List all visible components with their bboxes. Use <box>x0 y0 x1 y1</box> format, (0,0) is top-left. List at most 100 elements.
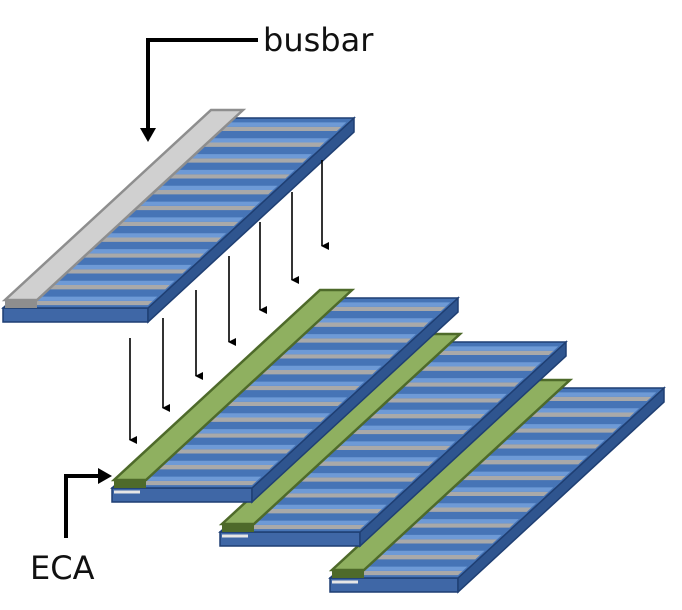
finger-gray <box>158 465 274 470</box>
solar-cell-3 <box>328 378 666 594</box>
finger-gray <box>283 493 400 498</box>
finger-gray <box>175 449 292 454</box>
cell-front-face <box>219 531 361 547</box>
finger-gray <box>513 428 618 433</box>
solar-cell-2 <box>218 332 568 548</box>
finger-gray <box>226 401 343 406</box>
busbar-strip <box>1 108 247 302</box>
finger-blue <box>363 566 468 571</box>
finger-blue <box>248 381 365 386</box>
finger-blue <box>300 334 416 339</box>
finger-gray <box>410 523 515 528</box>
finger-blue <box>231 397 348 402</box>
eca-strip-front <box>114 480 146 488</box>
finger-blue <box>322 457 439 462</box>
finger-gray <box>427 507 532 512</box>
finger-gray <box>393 539 498 544</box>
eca-strip-front <box>332 570 364 578</box>
finger-gray <box>334 445 451 450</box>
finger-gray <box>359 570 463 576</box>
cell-front-face <box>329 577 459 593</box>
eca-label: ECA <box>30 549 95 587</box>
finger-blue <box>156 185 278 191</box>
finger-gray <box>403 382 520 387</box>
finger-gray <box>352 429 468 435</box>
finger-blue <box>380 550 485 556</box>
finger-blue <box>53 280 175 286</box>
finger-blue <box>180 444 296 450</box>
finger-blue <box>71 264 192 270</box>
finger-gray <box>169 174 291 179</box>
eca-pointer-head <box>98 468 112 484</box>
finger-blue <box>162 460 279 466</box>
placement-arrows-layer <box>129 160 329 444</box>
finger-blue <box>415 519 519 524</box>
finger-blue <box>36 296 158 301</box>
finger-blue <box>88 249 209 254</box>
finger-blue <box>122 217 244 222</box>
finger-gray <box>329 306 446 311</box>
finger-blue <box>270 504 387 510</box>
label-pointers-layer <box>64 38 258 538</box>
finger-blue <box>305 473 421 478</box>
finger-blue <box>283 349 399 355</box>
finger-gray <box>437 350 554 355</box>
finger-blue <box>191 154 312 159</box>
finger-gray <box>312 322 429 327</box>
finger-blue <box>425 362 542 367</box>
finger-gray <box>386 398 503 403</box>
finger-blue <box>373 409 490 415</box>
finger-gray <box>444 491 549 496</box>
finger-gray <box>135 205 256 211</box>
solar-cells-layer <box>1 108 666 594</box>
finger-blue <box>145 476 262 481</box>
busbar-strip-front <box>5 300 37 308</box>
finger-blue <box>317 318 434 323</box>
finger-blue <box>339 441 456 446</box>
finger-gray <box>317 461 434 466</box>
finger-gray <box>496 444 601 449</box>
solar-cell-1 <box>110 288 460 504</box>
finger-gray <box>152 190 273 195</box>
finger-gray <box>376 555 480 560</box>
finger-blue <box>449 487 554 492</box>
finger-gray <box>249 524 365 530</box>
finger-blue <box>552 392 657 397</box>
finger-blue <box>139 201 261 206</box>
finger-gray <box>300 477 417 482</box>
eca-strip <box>110 288 356 482</box>
solar-cell-0 <box>1 108 356 324</box>
finger-gray <box>244 385 360 391</box>
finger-gray <box>479 460 583 465</box>
finger-gray <box>32 300 153 306</box>
finger-gray <box>261 370 377 375</box>
finger-blue <box>518 424 622 429</box>
busbar-pointer-icon <box>146 38 258 130</box>
finger-gray <box>369 414 485 419</box>
finger-blue <box>208 138 330 143</box>
finger-gray <box>66 269 188 274</box>
finger-gray <box>203 142 325 147</box>
finger-gray <box>209 417 326 422</box>
finger-blue <box>288 488 404 494</box>
eca-pointer-icon <box>64 474 100 538</box>
finger-blue <box>253 520 370 525</box>
finger-gray <box>530 412 635 417</box>
finger-gray <box>266 509 382 514</box>
finger-gray <box>49 285 170 290</box>
finger-blue <box>535 408 640 413</box>
finger-blue <box>391 393 507 399</box>
finger-gray <box>186 158 308 163</box>
finger-blue <box>442 346 559 351</box>
finger-blue <box>214 413 331 418</box>
cell-front-face <box>111 487 253 503</box>
finger-blue <box>398 534 502 540</box>
finger-gray <box>420 366 537 371</box>
finger-blue <box>174 169 295 175</box>
finger-blue <box>334 302 451 307</box>
finger-blue <box>105 233 227 238</box>
eca-strip-front <box>222 524 254 532</box>
finger-gray <box>547 396 652 401</box>
